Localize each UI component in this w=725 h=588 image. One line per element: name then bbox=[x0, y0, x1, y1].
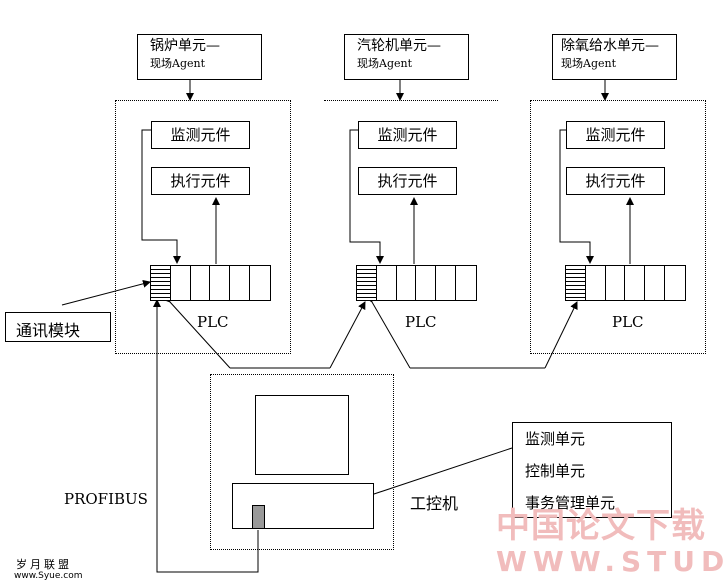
plc-slot bbox=[397, 266, 417, 300]
plc-label-3: PLC bbox=[612, 313, 644, 331]
watermark-cn: 中国论文下载 bbox=[496, 506, 706, 546]
ipc-region bbox=[210, 374, 394, 550]
ipc-bus-port bbox=[252, 505, 265, 529]
unit-region-1 bbox=[115, 100, 291, 354]
plc-slot bbox=[416, 266, 437, 300]
agent-boiler-line2: 现场Agent bbox=[150, 57, 205, 70]
plc-slot bbox=[377, 266, 397, 300]
monitor-element-3: 监测元件 bbox=[566, 121, 665, 149]
plc-slot bbox=[606, 266, 626, 300]
plc-slot bbox=[230, 266, 251, 300]
plc-rack-2 bbox=[356, 265, 477, 301]
agent-boiler-line1: 锅炉单元— bbox=[150, 38, 220, 54]
agent-box-turbine: 汽轮机单元— 现场Agent bbox=[344, 34, 469, 80]
monitor-wire-2 bbox=[349, 129, 384, 264]
actuator-element-1: 执行元件 bbox=[151, 167, 250, 195]
ipc-monitor bbox=[255, 395, 349, 475]
agent-box-deaerator: 除氧给水单元— 现场Agent bbox=[552, 34, 677, 80]
plc-slot bbox=[625, 266, 646, 300]
bus-drop bbox=[153, 299, 259, 573]
plc-slot bbox=[210, 266, 231, 300]
module-control: 控制单元 bbox=[525, 462, 586, 480]
monitor-wire-1 bbox=[141, 129, 181, 264]
module-affairs: 事务管理单元 bbox=[525, 494, 616, 512]
watermark-url: WWW.STUDA bbox=[496, 545, 725, 578]
bus-seg-6 bbox=[544, 301, 578, 369]
plc-rack-1 bbox=[150, 265, 271, 301]
comm-module-slot-3 bbox=[566, 266, 586, 300]
comm-module-slot-2 bbox=[357, 266, 377, 300]
actuator-element-3: 执行元件 bbox=[566, 167, 665, 195]
monitor-wire-3 bbox=[559, 129, 594, 264]
plc-slot bbox=[191, 266, 211, 300]
comm-module-label: 通讯模块 bbox=[16, 321, 81, 340]
bus-seg-4 bbox=[365, 293, 411, 369]
site-url: www.Syue.com bbox=[14, 571, 83, 581]
plc-slot bbox=[436, 266, 457, 300]
comm-module-pointer bbox=[61, 279, 151, 306]
comm-module-callout: 通讯模块 bbox=[5, 312, 111, 342]
plc-slot bbox=[586, 266, 606, 300]
monitor-element-1: 监测元件 bbox=[151, 121, 250, 149]
actuator-element-2: 执行元件 bbox=[358, 167, 457, 195]
unit-region-2 bbox=[324, 100, 498, 101]
comm-module-slot-1 bbox=[151, 266, 171, 300]
plc-slot bbox=[645, 266, 666, 300]
bus-seg-1 bbox=[162, 294, 231, 369]
agent-box-boiler: 锅炉单元— 现场Agent bbox=[137, 34, 262, 80]
unit-region-3 bbox=[530, 100, 706, 354]
agent-turbine-line1: 汽轮机单元— bbox=[357, 38, 441, 54]
plc-slot bbox=[665, 266, 685, 300]
ipc-module-list: 监测单元 控制单元 事务管理单元 bbox=[512, 422, 672, 518]
bus-seg-3 bbox=[329, 301, 366, 369]
agent-turbine-line2: 现场Agent bbox=[357, 57, 412, 70]
plc-label-2: PLC bbox=[405, 313, 437, 331]
agent-deaerator-line2: 现场Agent bbox=[561, 57, 616, 70]
monitor-element-2: 监测元件 bbox=[358, 121, 457, 149]
ipc-label: 工控机 bbox=[410, 494, 459, 513]
plc-slot bbox=[171, 266, 191, 300]
module-monitor: 监测单元 bbox=[525, 430, 586, 448]
profibus-label: PROFIBUS bbox=[64, 490, 148, 508]
plc-label-1: PLC bbox=[197, 313, 229, 331]
plc-slot bbox=[250, 266, 270, 300]
agent-deaerator-line1: 除氧给水单元— bbox=[561, 38, 659, 54]
plc-rack-3 bbox=[565, 265, 686, 301]
site-name: 岁月联盟 bbox=[16, 558, 72, 571]
plc-slot bbox=[456, 266, 476, 300]
